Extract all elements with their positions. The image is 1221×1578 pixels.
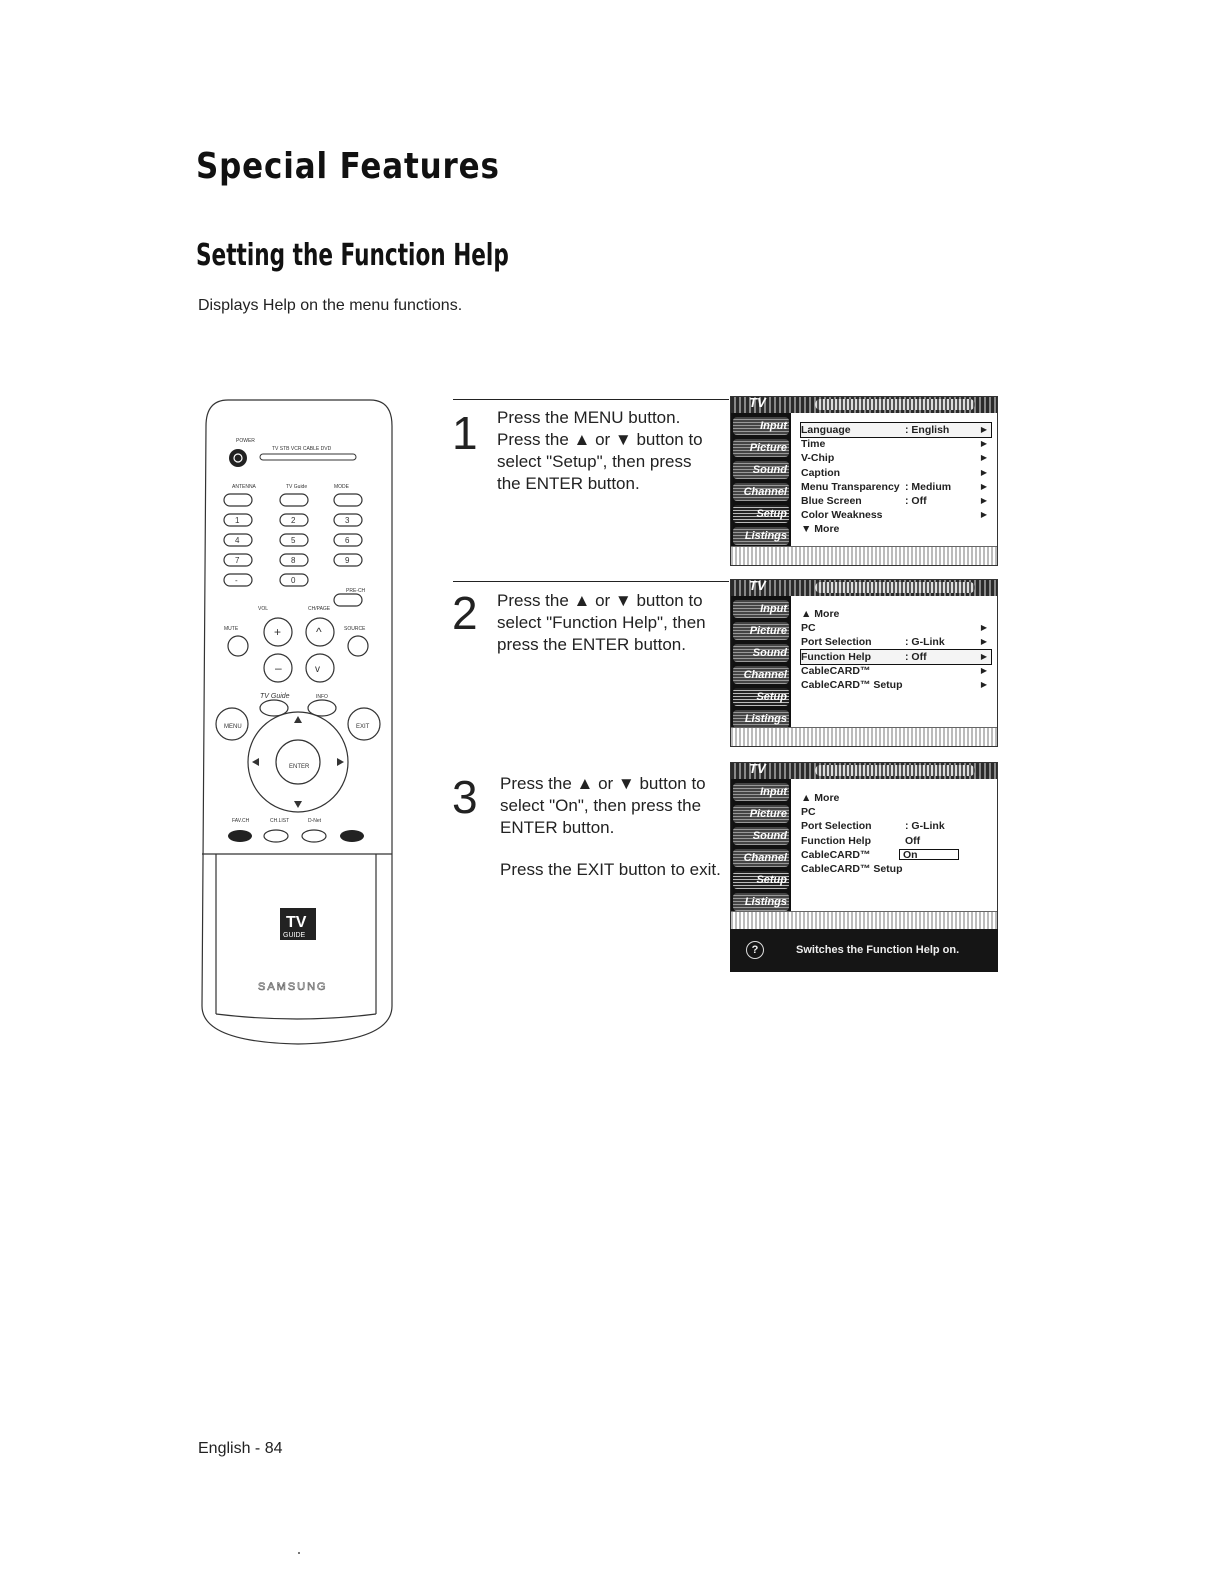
function-help-bar: ? Switches the Function Help on. — [730, 929, 998, 972]
mode-labels: TV STB VCR CABLE DVD — [272, 446, 332, 452]
step-1-number: 1 — [452, 407, 478, 459]
osd-row-cablecard[interactable]: CableCARD™▶ — [801, 664, 987, 677]
svg-text:^: ^ — [316, 625, 322, 639]
tvguide-logo-guide: GUIDE — [283, 932, 306, 939]
digit-label-1: 1 — [235, 516, 240, 525]
digit-keypad: 1 2 3 4 5 6 7 8 9 - 0 — [223, 513, 363, 607]
brand-logo: SAMSUNG — [258, 981, 328, 993]
tvguide-logo-tv: TV — [286, 914, 307, 931]
dnet-label: D-Net — [308, 818, 322, 824]
digit-label--: - — [235, 576, 238, 585]
source-label: SOURCE — [344, 626, 366, 632]
digit-key-9 — [333, 553, 363, 567]
osd-row-cablecard-setup[interactable]: CableCARD™ Setup▶ — [801, 678, 987, 691]
osd-screen-3: TV Input Picture Sound Channel Setup Lis… — [730, 762, 998, 931]
page-footer: English - 84 — [198, 1440, 283, 1457]
digit-key-- — [223, 573, 253, 587]
osd-row-blue-screen[interactable]: Blue Screen: Off▶ — [801, 494, 987, 507]
prech-key — [333, 593, 363, 607]
digit-label-2: 2 — [291, 516, 296, 525]
osd-menu-list-1: Language: English▶ Time▶ V-Chip▶ Caption… — [800, 421, 992, 537]
osd-row-language[interactable]: Language: English▶ — [800, 421, 992, 439]
prech-label: PRE-CH — [346, 588, 366, 594]
mute-label: MUTE — [224, 626, 239, 632]
digit-label-0: 0 — [291, 576, 296, 585]
step-2-text: Press the ▲ or ▼ button to select "Funct… — [497, 591, 706, 654]
digit-label-7: 7 — [235, 556, 240, 565]
enter-label: ENTER — [289, 764, 310, 770]
step-2-number: 2 — [452, 587, 478, 639]
osd-row-transparency[interactable]: Menu Transparency: Medium▶ — [801, 480, 987, 493]
chlist-label: CH.LIST — [270, 818, 289, 824]
digit-key-3 — [333, 513, 363, 527]
digit-key-1 — [223, 513, 253, 527]
help-question-icon: ? — [746, 941, 764, 959]
osd-screen-2: TV Input Picture Sound Channel Setup Lis… — [730, 579, 998, 747]
digit-label-5: 5 — [291, 536, 296, 545]
digit-key-5 — [279, 533, 309, 547]
antenna-label: ANTENNA — [232, 484, 257, 490]
tvguide-label: TV Guide — [286, 484, 307, 490]
digit-label-6: 6 — [345, 536, 350, 545]
tvguide-logo — [280, 908, 316, 940]
page-title: Special Features — [196, 146, 500, 187]
scan-dot — [298, 1552, 300, 1554]
wiselink-label: TV Guide — [260, 693, 290, 700]
osd-option-on[interactable]: On — [899, 848, 959, 860]
chpage-label: CH/PAGE — [308, 606, 331, 612]
step-3-text: Press the ▲ or ▼ button to select "On", … — [500, 774, 721, 879]
osd-screen-1: TV Input Picture Sound Channel Setup Lis… — [730, 396, 998, 566]
osd-row-caption[interactable]: Caption▶ — [801, 466, 987, 479]
step-1-text: Press the MENU button. Press the ▲ or ▼ … — [497, 408, 703, 493]
section-title: Setting the Function Help — [196, 238, 509, 273]
osd-row-color-weakness[interactable]: Color Weakness▶ — [801, 509, 987, 522]
osd-row-function-help[interactable]: Function Help: Off▶ — [800, 648, 992, 665]
menu-label: MENU — [224, 724, 242, 730]
osd-row-more-up[interactable]: ▲ More — [801, 608, 840, 620]
svg-text:v: v — [315, 664, 320, 675]
remote-control-illustration: POWER TV STB VCR CABLE DVD ANTENNA TV Gu… — [201, 399, 393, 1045]
osd-row-more[interactable]: ▼ More — [801, 523, 840, 536]
digit-key-2 — [279, 513, 309, 527]
info-label: INFO — [316, 694, 328, 700]
osd-menu-list-3: ▲ More PC Port Selection: G-Link Functio… — [801, 791, 991, 876]
osd-row-port-selection[interactable]: Port Selection: G-Link▶ — [801, 636, 987, 649]
digit-label-8: 8 — [291, 556, 296, 565]
step-2-rule — [453, 581, 729, 582]
step-3-number: 3 — [452, 771, 478, 823]
osd-row-more-up[interactable]: ▲ More — [801, 792, 840, 804]
digit-label-4: 4 — [235, 536, 240, 545]
digit-key-7 — [223, 553, 253, 567]
digit-key-8 — [279, 553, 309, 567]
digit-label-9: 9 — [345, 556, 350, 565]
osd-row-pc[interactable]: PC — [801, 806, 816, 819]
digit-key-4 — [223, 533, 253, 547]
digit-key-0 — [279, 573, 309, 587]
digit-key-6 — [333, 533, 363, 547]
osd-row-pc[interactable]: PC▶ — [801, 622, 987, 635]
osd-row-time[interactable]: Time▶ — [801, 438, 987, 451]
osd-menu-list-2: ▲ More PC▶ Port Selection: G-Link▶ Funct… — [800, 607, 992, 692]
intro-text: Displays Help on the menu functions. — [198, 297, 463, 314]
power-icon — [229, 449, 247, 467]
osd-row-port-selection[interactable]: Port Selection: G-Link — [801, 820, 945, 833]
vol-label: VOL — [258, 606, 268, 612]
mode-label: MODE — [334, 484, 350, 490]
power-label: POWER — [236, 438, 255, 444]
digit-label-3: 3 — [345, 516, 350, 525]
osd-row-vchip[interactable]: V-Chip▶ — [801, 452, 987, 465]
osd-row-cablecard-setup[interactable]: CableCARD™ Setup — [801, 862, 903, 875]
favch-label: FAV.CH — [232, 818, 250, 824]
help-bar-text: Switches the Function Help on. — [796, 944, 960, 956]
step-1-rule — [453, 399, 729, 400]
svg-text:+: + — [274, 625, 281, 639]
svg-text:–: – — [275, 661, 282, 675]
exit-label: EXIT — [356, 724, 370, 730]
